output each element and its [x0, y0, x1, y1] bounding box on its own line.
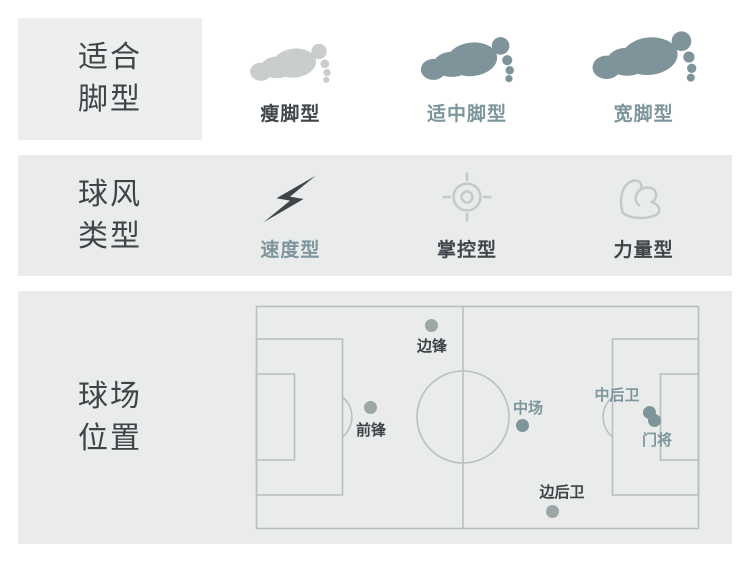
soccer-field-lines [255, 305, 700, 530]
lightning-icon [261, 175, 319, 223]
title-line: 适合 [78, 41, 142, 74]
play-style-options: 速度型 掌控型 力量型 [202, 155, 732, 276]
marker-label-forward[interactable]: 前锋 [355, 422, 387, 439]
pitch-diagram: 边锋 前锋 中场 中后卫 门将 边后卫 [255, 305, 700, 530]
marker-dot-fullback[interactable] [546, 505, 559, 518]
section-title-foot-type: 适合 脚型 [18, 18, 202, 140]
marker-label-winger[interactable]: 边锋 [416, 338, 448, 355]
option-label: 宽脚型 [613, 104, 674, 125]
title-line: 球场 [78, 379, 142, 413]
marker-label-goalkeeper[interactable]: 门将 [641, 432, 673, 449]
option-control[interactable]: 掌控型 [379, 155, 556, 276]
marker-label-centerback[interactable]: 中后卫 [594, 387, 640, 404]
marker-dot-winger[interactable] [425, 319, 438, 332]
marker-dot-midfield[interactable] [516, 419, 529, 432]
target-icon [441, 171, 493, 223]
footprint-medium-icon [416, 35, 518, 87]
marker-dot-forward[interactable] [364, 401, 377, 414]
option-label: 掌控型 [437, 240, 498, 261]
option-label: 瘦脚型 [260, 104, 321, 125]
title-line: 位置 [78, 421, 142, 455]
foot-type-options: 瘦脚型 适中脚型 宽脚型 [202, 18, 732, 140]
footprint-wide-icon [587, 29, 701, 87]
section-title-play-style: 球风 类型 [18, 155, 202, 276]
muscle-icon [617, 174, 671, 223]
option-label: 适中脚型 [427, 104, 508, 125]
marker-label-midfield[interactable]: 中场 [512, 400, 544, 417]
title-line: 脚型 [78, 83, 142, 116]
option-label: 力量型 [613, 240, 674, 261]
marker-label-fullback[interactable]: 边后卫 [539, 484, 585, 501]
option-foot-thin[interactable]: 瘦脚型 [202, 18, 379, 140]
title-line: 球风 [78, 177, 142, 211]
option-power[interactable]: 力量型 [555, 155, 732, 276]
marker-dot-goalkeeper[interactable] [648, 414, 661, 427]
section-play-style: 球风 类型 速度型 掌控型 力量型 [18, 155, 732, 276]
option-speed[interactable]: 速度型 [202, 155, 379, 276]
title-line: 类型 [78, 219, 142, 253]
footprint-thin-icon [246, 42, 334, 87]
section-field-position: 球场 位置 边锋 前锋 中场 中后卫 门将 边后卫 [18, 291, 732, 544]
option-foot-medium[interactable]: 适中脚型 [379, 18, 556, 140]
option-foot-wide[interactable]: 宽脚型 [555, 18, 732, 140]
section-title-field-position: 球场 位置 [18, 291, 202, 544]
option-label: 速度型 [260, 240, 321, 261]
section-foot-type: 适合 脚型 瘦脚型 适中脚型 宽脚型 [18, 18, 732, 140]
